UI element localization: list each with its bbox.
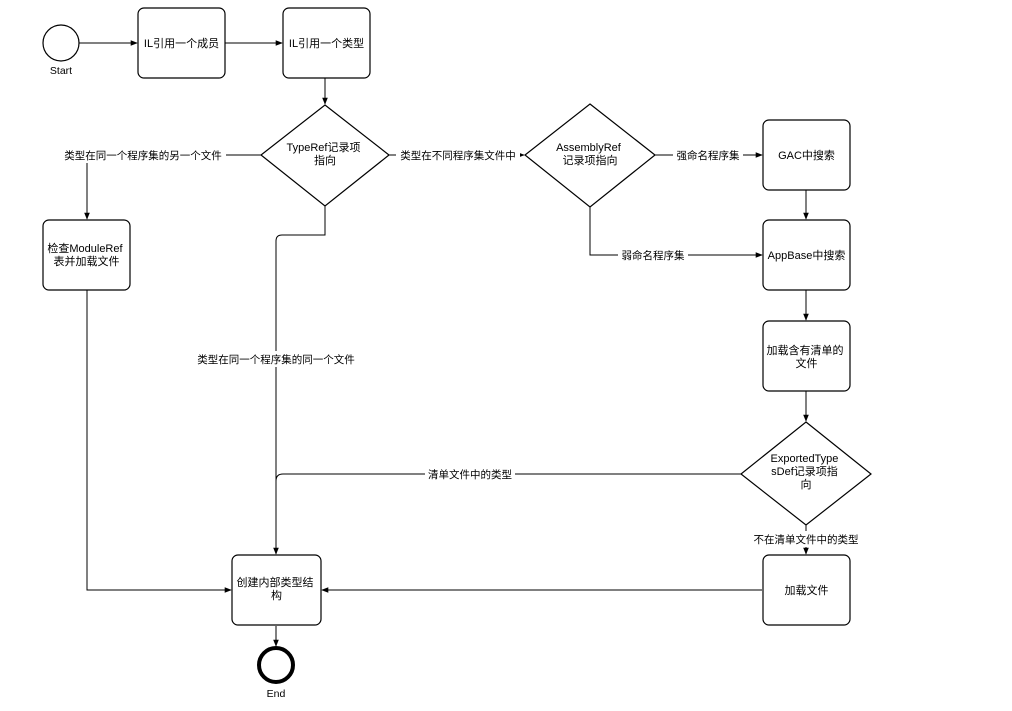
label-weak-name: 弱命名程序集	[622, 249, 685, 262]
node-gac-search[interactable]: GAC中搜索	[762, 119, 851, 191]
decision-exported-types-label: ExportedType sDef记录项指 向	[771, 453, 842, 491]
edges	[79, 40, 809, 647]
end-event[interactable]: End	[257, 646, 295, 700]
edge-moduleref-to-create	[86, 290, 232, 593]
decision-assemblyref-label: AssemblyRef 记录项指向	[556, 142, 624, 167]
decision-assemblyref[interactable]: AssemblyRef 记录项指向	[524, 103, 656, 208]
edge-typeref-to-create	[273, 206, 326, 555]
label-same-asm-other-file: 类型在同一个程序集的另一个文件	[64, 149, 222, 162]
node-il-type[interactable]: IL引用一个类型	[282, 7, 371, 79]
node-appbase-search[interactable]: AppBase中搜索	[762, 219, 851, 291]
node-check-moduleref-label: 检查ModuleRef 表并加载文件	[47, 241, 125, 268]
label-not-in-manifest: 不在清单文件中的类型	[754, 533, 859, 546]
edge-exported-to-create	[275, 473, 741, 482]
edge-assemblyref-to-appbase	[589, 207, 763, 258]
node-il-type-label: IL引用一个类型	[289, 36, 364, 50]
label-in-manifest: 清单文件中的类型	[428, 468, 512, 481]
start-label: Start	[50, 65, 72, 77]
node-il-member-label: IL引用一个成员	[144, 36, 219, 50]
edge-labels: 类型在同一个程序集的另一个文件 类型在不同程序集文件中 强命名程序集 弱命名程序…	[60, 147, 862, 547]
node-appbase-search-label: AppBase中搜索	[768, 248, 846, 262]
node-il-member[interactable]: IL引用一个成员	[137, 7, 226, 79]
label-strong-name: 强命名程序集	[677, 149, 740, 162]
node-load-manifest[interactable]: 加载含有清单的 文件	[762, 320, 851, 392]
node-load-manifest-label: 加载含有清单的 文件	[766, 343, 846, 370]
start-event[interactable]: Start	[42, 24, 80, 77]
node-load-file[interactable]: 加载文件	[762, 554, 851, 626]
decision-typeref[interactable]: TypeRef记录项 指向	[260, 104, 390, 207]
node-create-type-structure[interactable]: 创建内部类型结 构	[231, 554, 322, 626]
nodes: Start IL引用一个成员 IL引用一个类型 TypeRef记录项 指向 As…	[42, 7, 872, 700]
label-same-asm-same-file: 类型在同一个程序集的同一个文件	[197, 353, 355, 366]
label-diff-asm-file: 类型在不同程序集文件中	[400, 149, 516, 162]
decision-exported-types[interactable]: ExportedType sDef记录项指 向	[740, 421, 872, 526]
node-create-type-structure-label: 创建内部类型结 构	[236, 575, 316, 602]
node-load-file-label: 加载文件	[785, 583, 829, 597]
decision-typeref-label: TypeRef记录项 指向	[286, 141, 363, 167]
node-gac-search-label: GAC中搜索	[778, 148, 835, 162]
node-check-moduleref[interactable]: 检查ModuleRef 表并加载文件	[42, 219, 131, 291]
end-label: End	[267, 688, 286, 700]
edge-typeref-to-moduleref	[84, 154, 261, 220]
